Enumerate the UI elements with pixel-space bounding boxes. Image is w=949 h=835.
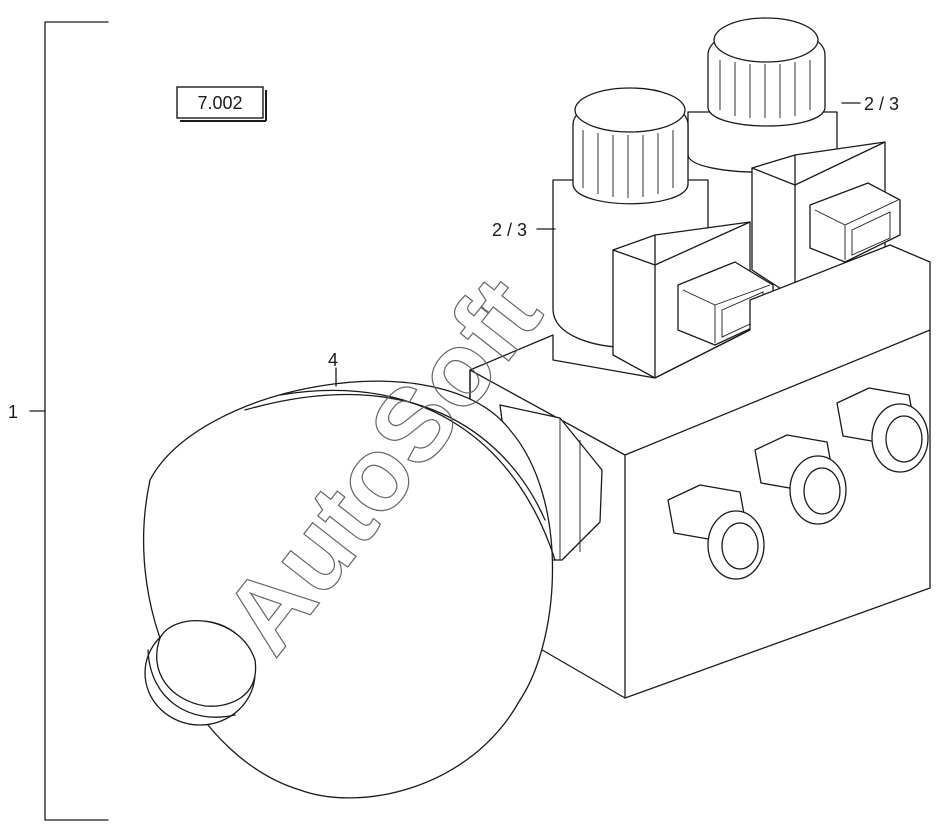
port-fitting-1 — [667, 484, 765, 580]
manifold-block — [469, 244, 931, 699]
callout-lower-valve: 2 / 3 — [492, 220, 527, 240]
callout-upper-valve-group: 2 / 3 — [841, 94, 899, 114]
lower-solenoid-valve — [552, 87, 774, 379]
reference-box[interactable]: 7.002 — [176, 86, 267, 122]
callout-assembly: 1 — [8, 402, 18, 422]
accumulator: 4 — [142, 350, 603, 799]
callout-lower-valve-group: 2 / 3 — [492, 220, 556, 240]
assembly-bracket: 1 — [8, 21, 109, 821]
upper-solenoid-valve — [687, 17, 901, 299]
callout-accumulator: 4 — [328, 350, 338, 370]
callout-upper-valve: 2 / 3 — [864, 94, 899, 114]
port-fitting-3 — [836, 387, 929, 473]
reference-box-label: 7.002 — [197, 93, 242, 113]
port-fitting-2 — [754, 434, 847, 525]
